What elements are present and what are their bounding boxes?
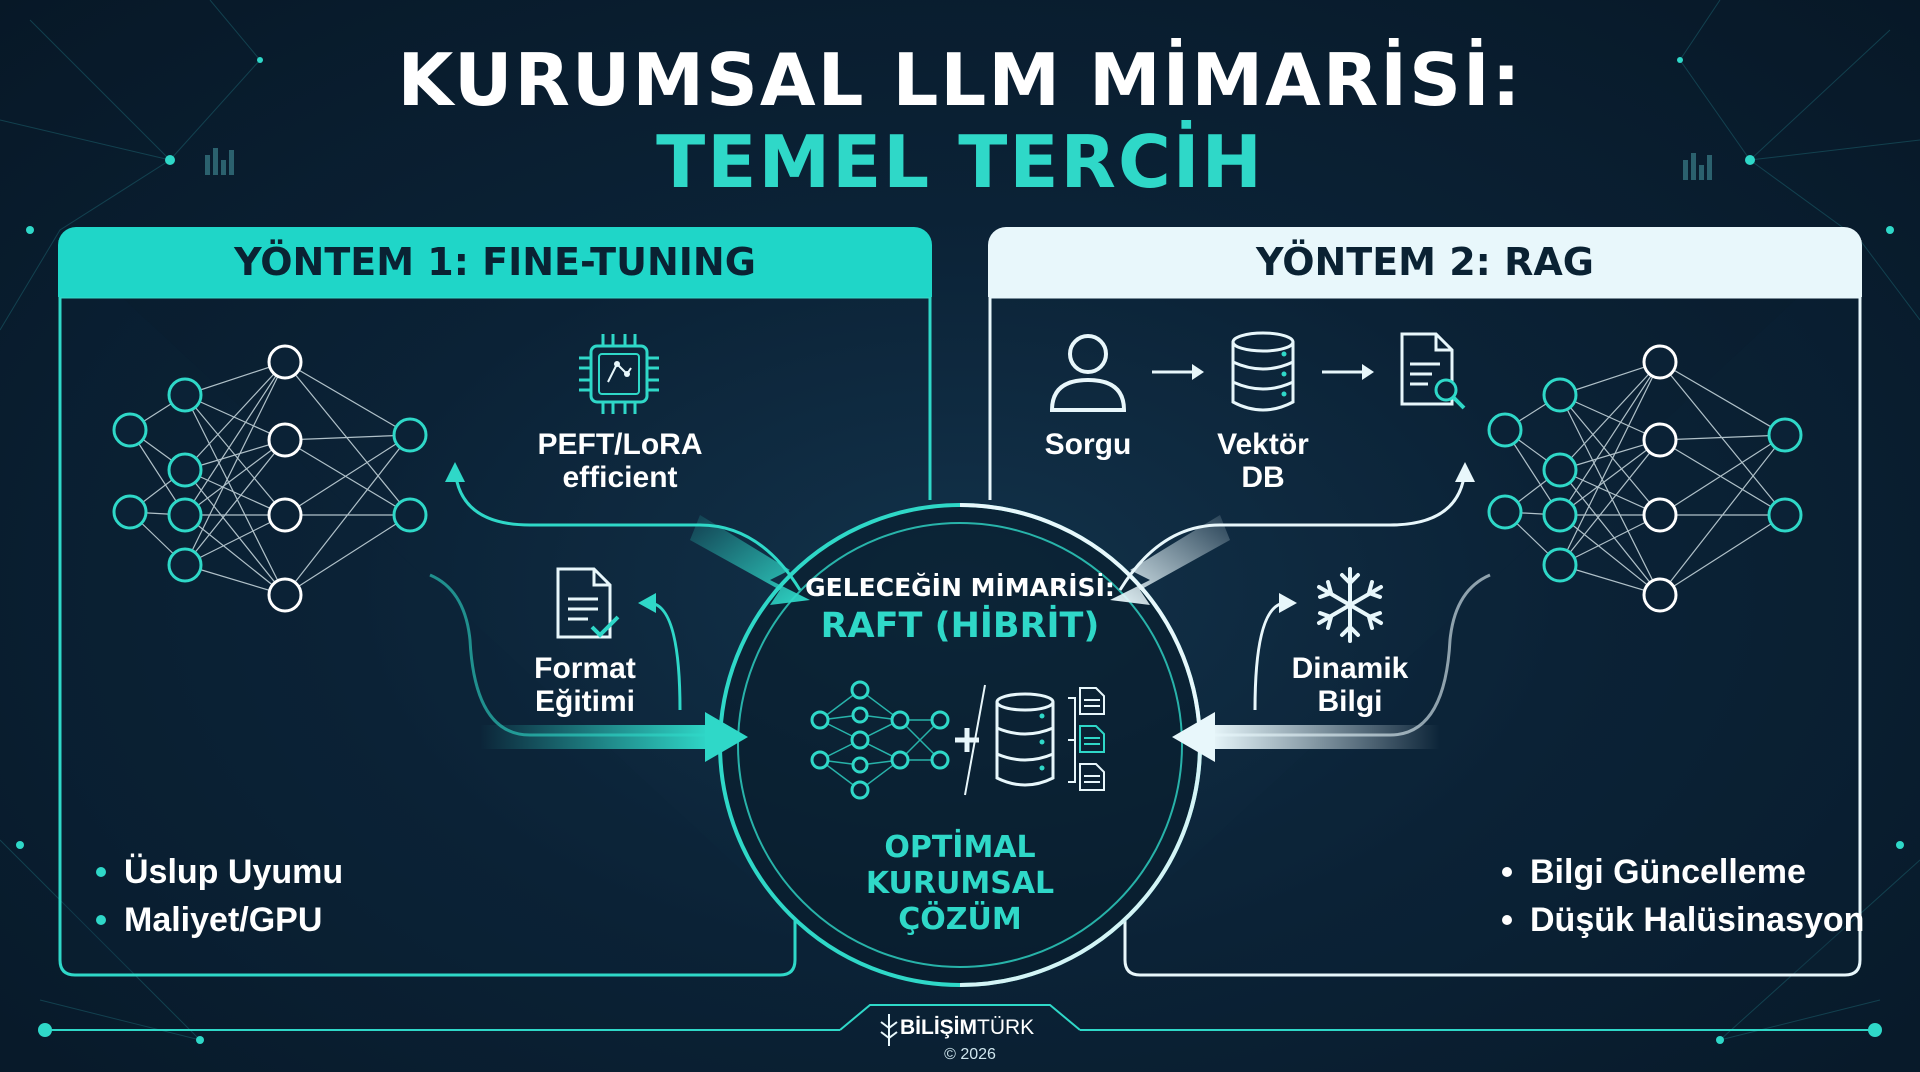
finetuning-bullets: Üslup Uyumu Maliyet/GPU — [96, 848, 343, 944]
page-subtitle: TEMEL TERCİH — [656, 120, 1264, 204]
neural-network-icon — [112, 344, 428, 613]
format-training-label: Format Eğitimi — [534, 652, 636, 718]
neural-network-icon — [1487, 344, 1803, 613]
brand-logo-icon — [880, 1014, 898, 1046]
list-item: Bilgi Güncelleme — [1502, 848, 1864, 896]
query-label: Sorgu — [1044, 428, 1132, 461]
hybrid-icon — [810, 680, 1105, 800]
database-icon — [1231, 331, 1295, 412]
vector-db-label: Vektör DB — [1217, 428, 1309, 494]
document-check-icon — [556, 567, 620, 639]
list-item: Maliyet/GPU — [96, 896, 343, 944]
panel-finetuning-frame — [58, 240, 797, 977]
neural-network-icon — [819, 689, 941, 791]
footer-copyright: © 2026 — [944, 1046, 996, 1063]
method1-header: YÖNTEM 1: FINE-TUNING — [58, 227, 932, 297]
snowflake-icon — [1317, 567, 1383, 643]
footer-brand: BİLİŞİMTÜRK — [900, 1016, 1035, 1039]
page-title: KURUMSAL LLM MİMARİSİ: — [397, 38, 1523, 122]
rag-bullets: Bilgi Güncelleme Düşük Halüsinasyon — [1502, 848, 1864, 944]
panel-rag-frame — [1123, 240, 1862, 977]
chip-icon — [579, 334, 659, 414]
dynamic-info-label: Dinamik Bilgi — [1291, 652, 1409, 718]
plus-icon — [955, 728, 979, 752]
peft-label: PEFT/LoRA efficient — [537, 428, 703, 494]
method2-header: YÖNTEM 2: RAG — [988, 227, 1862, 297]
optimal-solution-label: OPTİMAL KURUMSAL ÇÖZÜM — [865, 830, 1055, 937]
raft-label: RAFT (HİBRİT) — [820, 606, 1100, 646]
document-search-icon — [1400, 332, 1466, 410]
future-architecture-label: GELECEĞİN MİMARİSİ: — [805, 573, 1115, 602]
document-stack-icon — [1079, 687, 1105, 791]
user-icon — [1049, 334, 1127, 412]
list-item: Üslup Uyumu — [96, 848, 343, 896]
list-item: Düşük Halüsinasyon — [1502, 896, 1864, 944]
database-icon — [995, 692, 1055, 787]
